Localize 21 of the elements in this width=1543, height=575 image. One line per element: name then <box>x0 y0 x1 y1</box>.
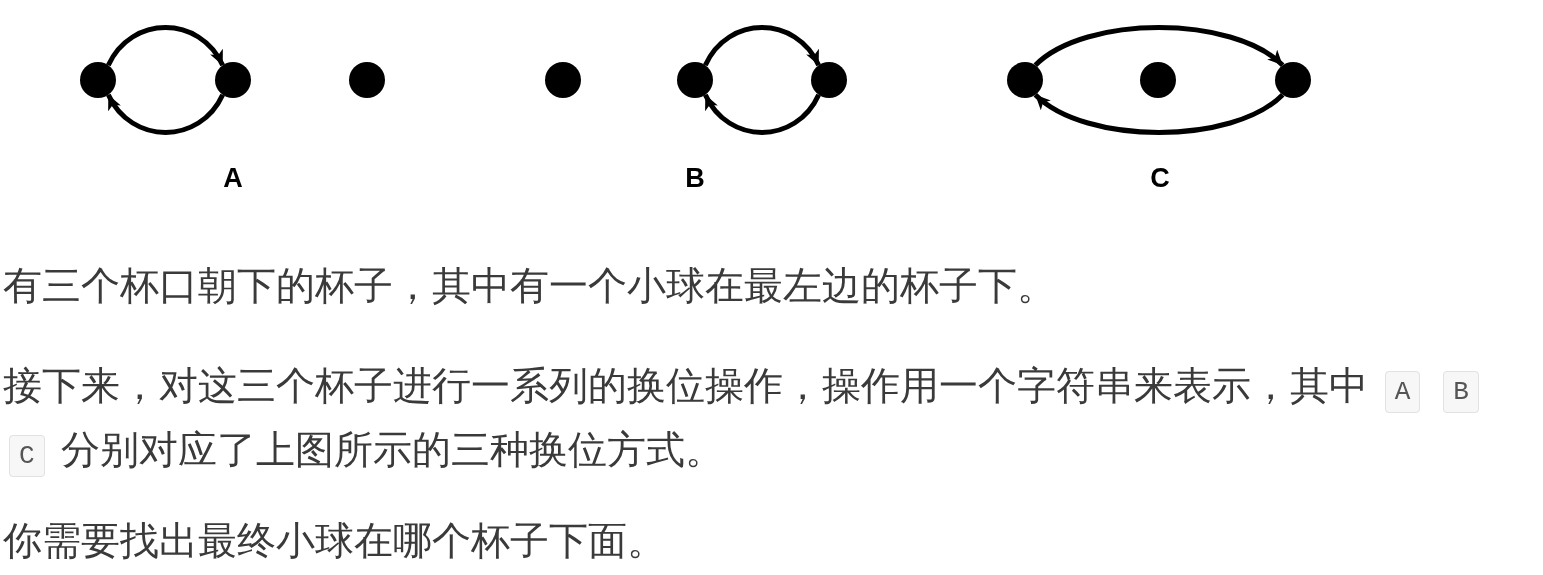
description-paragraph: 你需要找出最终小球在哪个杯子下面。 <box>3 517 666 564</box>
curved-arrow <box>1033 92 1285 135</box>
dot <box>1140 62 1176 98</box>
group-label: B <box>685 163 705 193</box>
dot <box>80 62 116 98</box>
curved-arrow <box>703 93 821 135</box>
curved-arrow <box>1033 25 1285 68</box>
dot <box>677 62 713 98</box>
dot <box>1007 62 1043 98</box>
description-paragraph: 有三个杯口朝下的杯子，其中有一个小球在最左边的杯子下。 <box>3 262 1056 309</box>
dot <box>215 62 251 98</box>
curved-arrow <box>106 25 225 67</box>
dot <box>811 62 847 98</box>
curved-arrow <box>106 93 225 135</box>
dot <box>545 62 581 98</box>
group-label: A <box>223 163 243 193</box>
group-label: C <box>1150 163 1170 193</box>
description-paragraph: 接下来，对这三个杯子进行一系列的换位操作，操作用一个字符串来表示，其中 A B C 分别对应了上图所示的三种换位方式。 <box>3 356 1538 485</box>
curved-arrow <box>703 25 821 67</box>
dot <box>1275 62 1311 98</box>
dot <box>349 62 385 98</box>
